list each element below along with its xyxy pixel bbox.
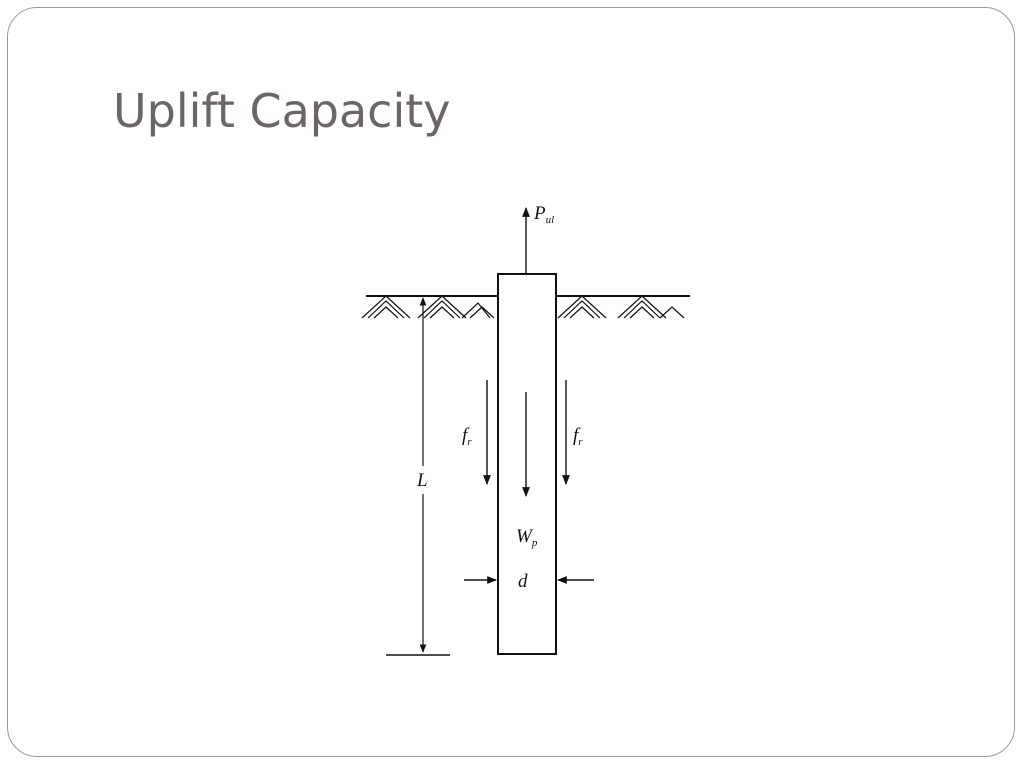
diameter-label: d [518, 571, 528, 592]
skin-friction-label-left: fr [462, 425, 472, 448]
soil-hatch-right [557, 295, 685, 319]
uplift-load-label: Pul [533, 203, 554, 226]
pile-weight-label: Wp [516, 526, 538, 549]
slide-title: Uplift Capacity [113, 84, 451, 138]
soil-hatch-left [361, 295, 495, 319]
length-label: L [416, 470, 428, 491]
skin-friction-label-right: fr [573, 425, 583, 448]
pile [497, 273, 557, 655]
